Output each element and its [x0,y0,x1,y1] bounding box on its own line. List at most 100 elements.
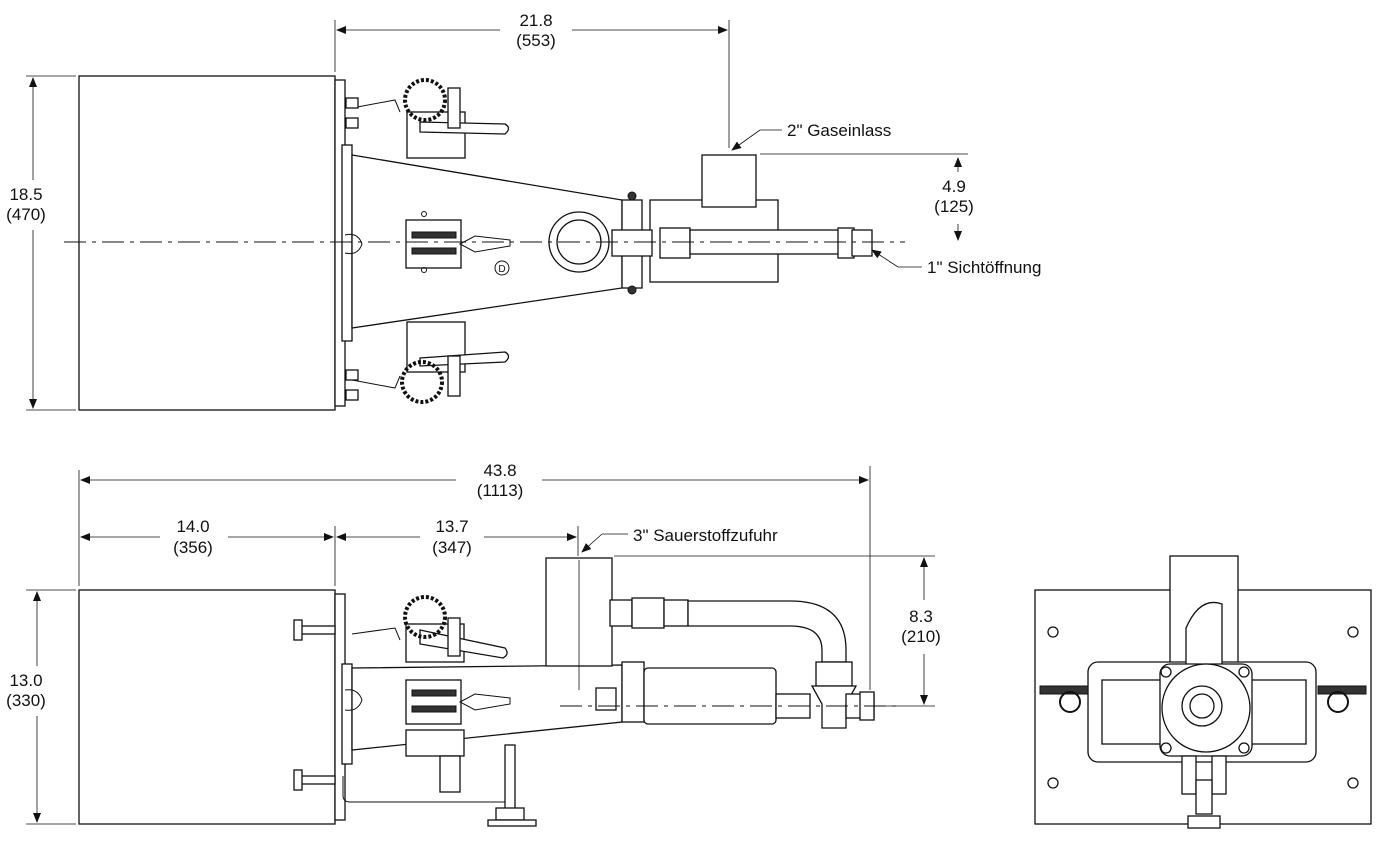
front-clamp-left [1101,679,1163,745]
top-bolt [345,97,359,109]
side-knob [293,619,303,641]
side-oxy-coupling [815,661,853,687]
dim-overall-length-mm: (1113) [477,481,524,500]
side-knob-shaft [296,625,336,635]
side-knob-shaft [296,775,336,785]
front-side-clamp-right [1317,685,1367,695]
top-clamp-tip [458,235,511,253]
side-oxy-elbow [687,600,847,663]
top-bolt [345,117,359,129]
side-clamp-bar [411,705,457,713]
front-support-post [1195,779,1213,815]
side-burner-body [643,667,777,725]
front-view [1034,555,1372,829]
detail-d-label: D [498,264,505,275]
dim-side-height-in: 13.0 [9,671,42,690]
front-lower-lug [1181,755,1197,795]
side-chain [403,595,447,639]
top-lever-lower [419,351,510,367]
side-label-plate [595,687,617,711]
top-chain-lower [400,360,444,404]
side-mount-plate [341,663,353,765]
dim-body-length-in: 14.0 [176,517,209,536]
front-flange-bolt [1160,666,1172,678]
top-mount-plate [341,144,353,342]
dim-top-height-mm: (470) [6,205,46,224]
front-elbow [1185,601,1223,673]
top-fitting-nut [659,227,691,259]
front-clamp-right [1245,679,1307,745]
front-corner-bolt [1047,626,1059,638]
top-lever-upper [419,121,510,135]
dim-top-width-in: 21.8 [519,11,552,30]
front-corner-bolt [1347,626,1359,638]
side-oxy-fitting [609,599,633,627]
side-support-rod [342,776,505,803]
side-view: 43.8 (1113) 14.0 (356) 13.7 (347) 13.0 (… [6,461,941,827]
top-clamp-hole [421,211,427,217]
side-clamp-center [405,679,462,725]
front-chain-right [1327,691,1349,713]
top-view: D 21.8 (553) 18.5 (470) [6,11,1041,411]
side-clamp-tip [458,693,511,711]
front-flange-bolt [1238,742,1250,754]
top-sight-port-cap [851,229,873,257]
side-clamp-bar [411,689,457,697]
top-bolt [345,389,359,401]
front-lower-lug [1211,755,1227,795]
top-fitting [611,229,653,257]
top-handle-upper [351,99,401,113]
dim-mid-length-in: 13.7 [435,517,468,536]
top-bolt [345,369,359,381]
front-corner-bolt [1347,777,1359,789]
detail-d-marker [494,260,510,276]
side-handle [351,627,401,641]
dim-top-width-mm: (553) [516,31,556,50]
side-pin [447,617,461,657]
top-clamp-bar [411,231,457,239]
dim-side-height-mm: (330) [6,691,46,710]
dim-overall-length-in: 43.8 [483,461,516,480]
front-flange-bolt [1160,742,1172,754]
top-clamp-center [405,219,462,269]
callout-leader [871,249,899,268]
top-pin-lower [447,355,461,397]
side-end-flange [621,661,645,723]
front-corner-bolt [1047,777,1059,789]
dim-top-height-in: 18.5 [9,185,42,204]
top-main-body [78,75,336,411]
side-lower-lug [439,755,461,793]
callout-leader [581,533,603,553]
side-tee [810,685,858,729]
side-support-post [504,744,516,812]
top-gas-inlet-block [701,154,757,208]
dim-gas-offset-mm: (125) [934,197,974,216]
top-pin-upper [447,87,461,129]
dim-mid-length-mm: (347) [432,538,472,557]
callout-sight-port: 1" Sichtöffnung [927,258,1041,277]
side-oxy-fitting [663,599,689,627]
side-knob [293,769,303,791]
top-handle-lower [351,375,401,389]
dim-gas-offset-in: 4.9 [942,177,966,196]
side-main-body [78,589,336,825]
callout-leader [731,129,761,151]
front-flange-bolt [1238,666,1250,678]
callout-oxygen-supply: 3" Sauerstoffzufuhr [633,526,778,545]
top-clamp-hole [421,267,427,273]
top-clamp-bar [411,247,457,255]
top-flange-bolt [627,191,637,201]
side-lever [419,629,508,659]
side-clamp-lower [405,729,465,757]
dim-oxygen-offset-in: 8.3 [909,607,933,626]
front-nozzle-inner [1189,693,1215,719]
front-support-nut [1187,815,1221,829]
side-support-base [487,819,537,827]
callout-gas-inlet: 2" Gaseinlass [787,121,891,140]
top-chain-upper [403,78,447,122]
side-u-bolt [344,689,363,711]
front-chain-left [1059,691,1081,713]
side-oxy-nut [631,597,665,629]
